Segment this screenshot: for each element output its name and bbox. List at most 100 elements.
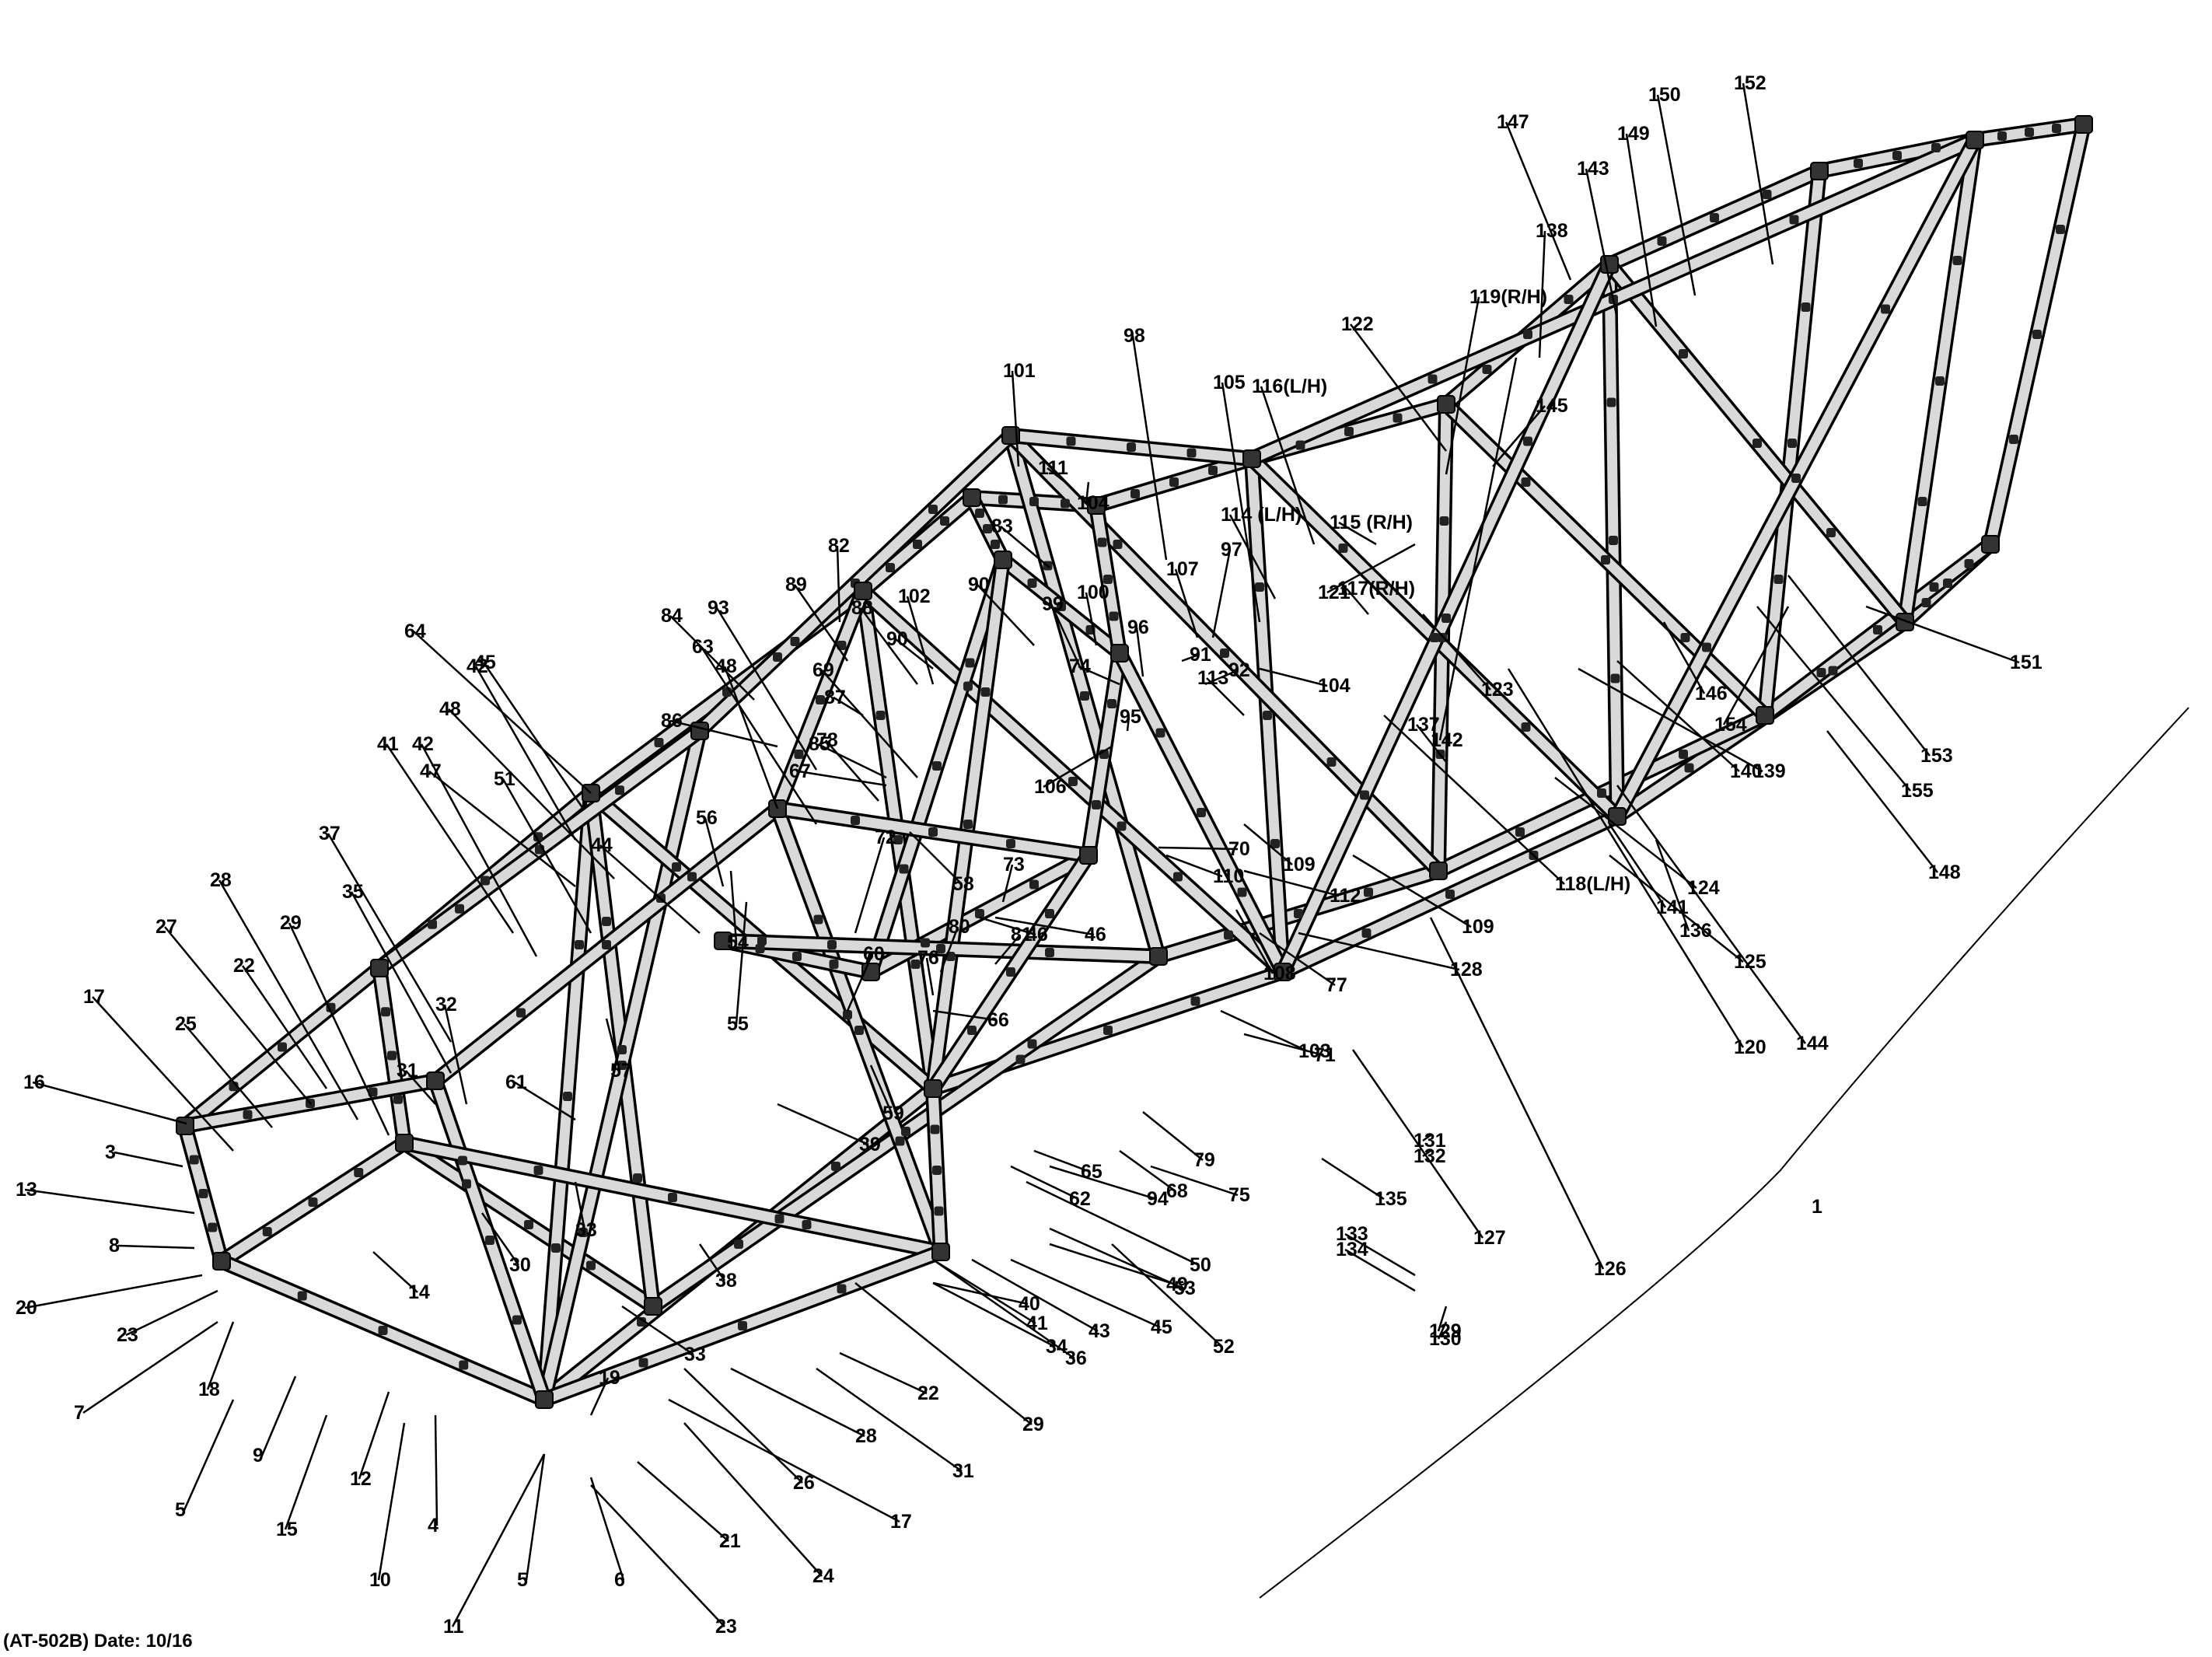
- callout-label: 23: [715, 1616, 737, 1638]
- callout-label: 48: [715, 655, 737, 677]
- callout-label: 130: [1429, 1328, 1462, 1350]
- callout-label: 5: [517, 1569, 528, 1591]
- callout-label: 108: [1263, 963, 1296, 984]
- callout-label: 124: [1687, 877, 1720, 899]
- callout-label: 84: [661, 605, 683, 627]
- callout-label: 30: [509, 1254, 531, 1276]
- callout-label: 6: [614, 1569, 625, 1591]
- frame-fittings: [176, 115, 2093, 1409]
- callout-label: 109: [1462, 916, 1494, 938]
- callout-label: 104: [1077, 492, 1109, 514]
- callout-label: 116(L/H): [1252, 376, 1327, 397]
- callout-label: 125: [1734, 951, 1766, 973]
- callout-label: 110: [1213, 865, 1244, 887]
- callout-label: 9: [253, 1445, 264, 1466]
- callout-label: 92: [1228, 659, 1250, 681]
- callout-label: 140: [1730, 760, 1763, 782]
- callout-label: 37: [319, 823, 341, 844]
- callout-label: 144: [1796, 1033, 1829, 1054]
- callout-label: 115 (R/H): [1330, 512, 1413, 533]
- callout-label: 86: [661, 710, 683, 732]
- callout-label: 147: [1497, 111, 1529, 133]
- callout-label: 36: [1065, 1348, 1087, 1369]
- callout-label: 29: [1022, 1414, 1044, 1435]
- callout-label: 44: [591, 834, 613, 856]
- callout-label: 5: [175, 1499, 186, 1521]
- callout-label: 55: [727, 1013, 749, 1035]
- callout-label: 61: [505, 1071, 527, 1093]
- callout-label: 109: [1283, 854, 1316, 876]
- callout-label: 155: [1901, 780, 1934, 802]
- callout-label: 22: [917, 1383, 939, 1404]
- callout-label: 77: [1326, 974, 1347, 996]
- callout-label: 153: [1920, 745, 1953, 767]
- fuselage-tube-frame: [177, 117, 2091, 1407]
- callout-label: 96: [1127, 617, 1149, 638]
- callout-label: 74: [1069, 655, 1091, 677]
- callout-label: 102: [898, 586, 931, 607]
- callout-label: 66: [987, 1009, 1009, 1031]
- callout-label: 101: [1003, 360, 1036, 382]
- callout-label: 148: [1928, 862, 1961, 883]
- callout-label: 136: [1679, 920, 1712, 942]
- callout-label: 91: [1190, 644, 1211, 666]
- callout-label: 138: [1536, 220, 1568, 242]
- callout-label: 154: [1714, 714, 1747, 736]
- callout-label: 150: [1648, 84, 1681, 106]
- callout-label: 129: [1429, 1320, 1462, 1342]
- callout-label: 89: [785, 574, 807, 596]
- callout-label: 80: [949, 916, 970, 938]
- callout-label: 42: [412, 733, 434, 755]
- callout-label: 106: [1034, 776, 1067, 798]
- callout-label: 40: [1019, 1293, 1040, 1315]
- callout-label: 62: [1069, 1188, 1091, 1210]
- callout-label: 31: [397, 1060, 418, 1082]
- callout-label: 103: [1298, 1040, 1331, 1062]
- callout-label: 73: [1003, 854, 1025, 876]
- drawing-caption: (AT-502B) Date: 10/16: [3, 1631, 193, 1652]
- callout-label: 42: [467, 655, 488, 677]
- callout-label: 71: [1314, 1044, 1336, 1066]
- callout-label: 59: [882, 1103, 904, 1124]
- callout-label: 39: [859, 1134, 881, 1155]
- callout-label: 90: [886, 628, 908, 650]
- callout-label: 137: [1407, 714, 1440, 736]
- callout-label: 112: [1330, 885, 1361, 907]
- callout-label: 1: [1812, 1196, 1822, 1218]
- callout-label: 72: [875, 827, 896, 848]
- callout-label: 87: [824, 687, 846, 708]
- callout-label: 15: [276, 1519, 298, 1540]
- callout-label: 149: [1617, 123, 1650, 145]
- callout-label: 46: [1085, 924, 1106, 946]
- callout-label: 119(R/H): [1469, 286, 1547, 308]
- callout-label: 7: [74, 1402, 85, 1424]
- callout-label: 83: [991, 516, 1013, 537]
- callout-label: 133: [1336, 1223, 1368, 1245]
- callout-label: 38: [715, 1270, 737, 1292]
- callout-label: 107: [1166, 558, 1199, 580]
- callout-label: 131: [1414, 1130, 1446, 1152]
- callout-label: 118(L/H): [1555, 873, 1630, 895]
- callout-label: 43: [1089, 1320, 1110, 1342]
- callout-label: 90: [968, 574, 990, 596]
- callout-label: 113: [1197, 667, 1228, 689]
- callout-label: 28: [855, 1425, 877, 1447]
- callout-label: 60: [863, 943, 885, 965]
- callout-label: 10: [369, 1569, 391, 1591]
- callout-label: 134: [1336, 1239, 1368, 1260]
- callout-label: 152: [1734, 72, 1766, 94]
- callout-label: 41: [1026, 1313, 1048, 1334]
- callout-label: 4: [428, 1515, 439, 1536]
- callout-label: 26: [793, 1472, 815, 1494]
- callout-label: 25: [175, 1013, 197, 1035]
- callout-label: 33: [575, 1219, 597, 1241]
- callout-label: 93: [708, 597, 729, 619]
- callout-label: 100: [1077, 582, 1109, 603]
- callout-label: 21: [719, 1530, 741, 1552]
- callout-label: 143: [1577, 158, 1609, 180]
- callout-label: 111: [1038, 457, 1068, 479]
- callout-label: 135: [1375, 1188, 1407, 1210]
- callout-label: 121: [1318, 582, 1351, 603]
- callout-label: 104: [1318, 675, 1351, 697]
- callout-label: 54: [727, 932, 749, 953]
